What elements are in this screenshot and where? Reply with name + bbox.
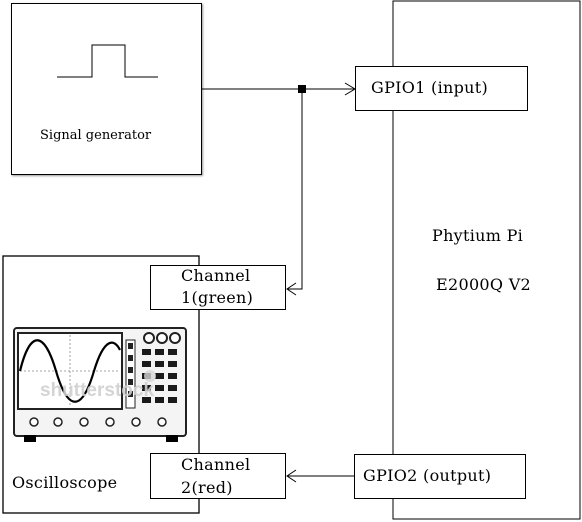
gpio1-label: GPIO1 (input) bbox=[371, 78, 489, 97]
channel2-box: Channel 2(red) bbox=[150, 453, 286, 499]
channel1-label-line1: Channel bbox=[181, 266, 251, 285]
channel1-box: Channel 1(green) bbox=[150, 265, 286, 310]
channel1-label-line2: 1(green) bbox=[181, 288, 254, 307]
gpio2-box: GPIO2 (output) bbox=[354, 454, 526, 499]
board-name-line1: Phytium Pi bbox=[432, 226, 524, 245]
signal-generator-box bbox=[11, 3, 202, 175]
junction-node bbox=[298, 85, 306, 93]
channel2-label-line2: 2(red) bbox=[181, 478, 233, 497]
channel1-arrowhead bbox=[286, 282, 297, 296]
gpio2-label: GPIO2 (output) bbox=[363, 466, 492, 485]
channel1-branch-line bbox=[288, 93, 303, 290]
board-name-line2: E2000Q V2 bbox=[436, 275, 532, 294]
oscilloscope-label: Oscilloscope bbox=[12, 473, 118, 492]
pulse-waveform bbox=[57, 44, 158, 78]
oscilloscope-device-image: shutterstock bbox=[13, 327, 187, 442]
watermark-text: shutterstock bbox=[40, 380, 154, 401]
signal-generator-label: Signal generator bbox=[40, 128, 152, 143]
channel2-label-line1: Channel bbox=[181, 455, 251, 474]
channel2-arrowhead bbox=[286, 469, 297, 483]
gpio1-box: GPIO1 (input) bbox=[355, 66, 528, 111]
